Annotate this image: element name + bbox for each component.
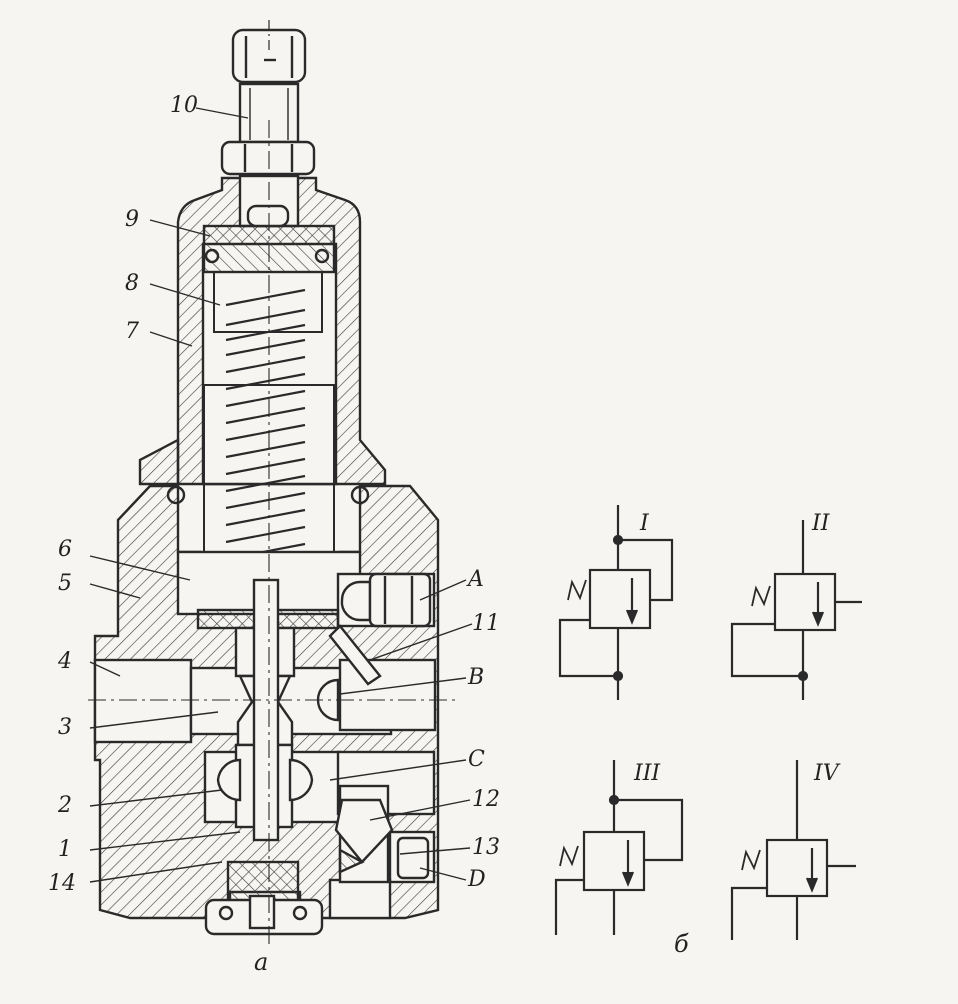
label-8: 8: [125, 271, 139, 296]
label-b-port: B: [467, 665, 484, 690]
label-a-port: A: [466, 567, 484, 592]
label-c-port: C: [468, 747, 485, 772]
symbol-label-IV: IV: [813, 761, 841, 786]
lock-nut: [220, 140, 316, 176]
spool: [196, 578, 340, 842]
symbol-labels: I II III IV б: [633, 511, 841, 958]
symbol-label-II: II: [811, 511, 831, 536]
plug-a: [340, 572, 432, 628]
symbol-label-I: I: [639, 511, 650, 536]
label-6: 6: [58, 537, 72, 562]
part-labels: 10 9 8 7 6 5 4 3 2 1 14 A 11 B C 12 13 D…: [48, 93, 500, 976]
label-7: 7: [125, 319, 139, 344]
label-13: 13: [472, 835, 500, 860]
symbol-I: [558, 505, 674, 700]
label-10: 10: [170, 93, 198, 118]
label-11: 11: [472, 611, 500, 636]
symbol-IV: [730, 760, 856, 940]
caption-a: a: [254, 948, 268, 976]
symbol-II: [730, 520, 862, 700]
label-5: 5: [58, 571, 72, 596]
symbol-III: [554, 760, 684, 935]
valve-section-view: [88, 20, 460, 945]
label-1: 1: [58, 837, 72, 862]
label-14: 14: [48, 871, 76, 896]
graphic-symbols: [554, 505, 862, 940]
label-2: 2: [57, 793, 72, 818]
label-3: 3: [58, 715, 72, 740]
label-9: 9: [125, 207, 139, 232]
leader-lines: [89, 107, 473, 883]
label-4: 4: [57, 649, 72, 674]
caption-b: б: [674, 930, 689, 958]
symbol-label-III: III: [633, 761, 661, 786]
label-12: 12: [472, 787, 500, 812]
label-d-port: D: [467, 867, 486, 892]
